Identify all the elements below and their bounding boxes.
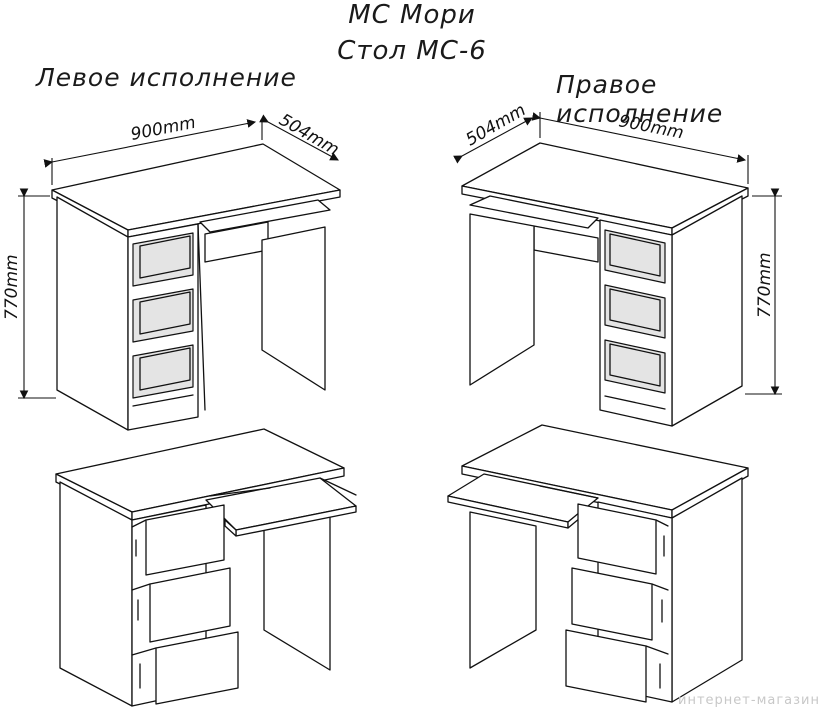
- model-title: Стол МС-6: [337, 36, 487, 66]
- desk-right-closed: [461, 142, 749, 427]
- left-height-dim: 770mm: [2, 254, 22, 320]
- desk-right-open: [447, 424, 749, 703]
- watermark: интернет-магазин: [678, 693, 820, 708]
- left-depth-dim: 504mm: [276, 110, 343, 160]
- left-variant-label: Левое исполнение: [36, 63, 297, 92]
- desk-left-closed: [51, 143, 341, 431]
- desk-left-open: [55, 428, 357, 707]
- brand-title: МС Мори: [348, 0, 476, 30]
- right-height-dim: 770mm: [755, 252, 775, 318]
- right-width-dim: 900mm: [617, 111, 685, 143]
